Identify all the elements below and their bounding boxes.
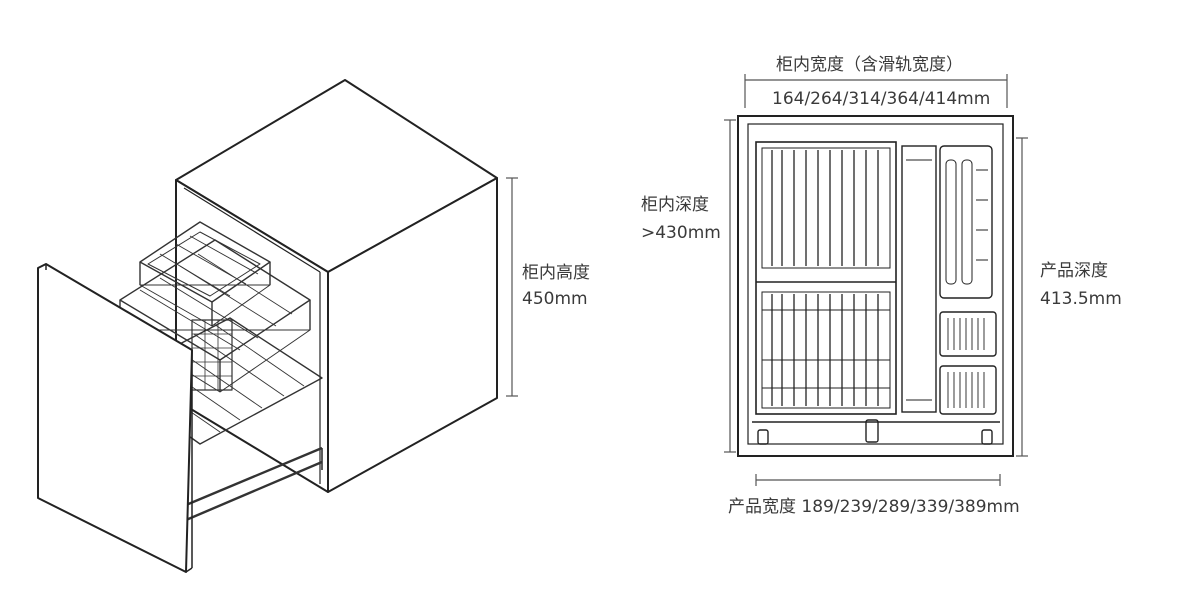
- cabinet-outline: [737, 115, 1014, 457]
- product-width-value: 189/239/289/339/389mm: [801, 497, 1020, 517]
- inner-depth-dimension: [724, 119, 736, 453]
- inner-width-dimension: [744, 74, 1008, 108]
- cabinet-isometric: [37, 79, 498, 573]
- height-dimension: [506, 177, 518, 397]
- product-width-text: 产品宽度 189/239/289/339/389mm: [728, 496, 1020, 518]
- product-width-label: 产品宽度: [728, 497, 796, 517]
- top-view-unit: [737, 115, 1014, 457]
- product-width-dimension: [755, 474, 1001, 486]
- cabinet-height-label: 柜内高度: [522, 263, 590, 283]
- product-depth-label: 产品深度: [1040, 261, 1108, 281]
- product-depth-value: 413.5mm: [1040, 289, 1122, 309]
- cabinet-height-value: 450mm: [522, 289, 588, 309]
- drawer-front-panel: [37, 263, 193, 573]
- cabinet-width-label: 柜内宽度（含滑轨宽度）: [776, 55, 963, 75]
- product-depth-dimension: [1016, 137, 1028, 457]
- cabinet-width-value: 164/264/314/364/414mm: [772, 89, 991, 109]
- cabinet-depth-value: >430mm: [641, 223, 721, 243]
- cabinet-front: [175, 179, 329, 493]
- cabinet-depth-label: 柜内深度: [641, 195, 709, 215]
